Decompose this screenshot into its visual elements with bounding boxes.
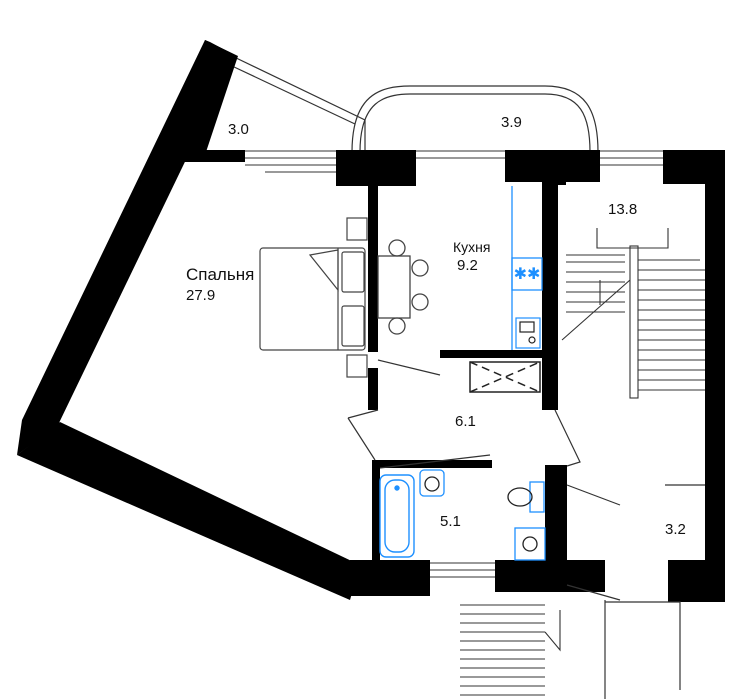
balcony-outline [351,85,599,153]
hallway-area: 6.1 [455,413,476,430]
stair-hall-area: 13.8 [608,201,638,218]
loggia-area: 3.0 [228,121,249,138]
balcony-area: 3.9 [501,114,522,131]
toilet-icon [507,481,545,513]
bedroom-name: Спальня [186,265,255,284]
stair-treads [566,261,625,313]
bedroom-area: 27.9 [186,287,216,304]
stove-icon: ✱✱ [511,257,543,291]
dining-table-icon [377,239,429,335]
interior-lines [347,359,705,699]
windows [245,150,663,578]
svg-text:✱✱: ✱✱ [514,264,541,283]
kitchen-name: Кухня [453,239,491,255]
exterior-walls [17,40,725,602]
washing-machine-icon [514,527,546,561]
staircase-icon [544,228,700,652]
bed-icon [259,217,368,378]
stair-treads [460,604,545,696]
interior-walls [368,165,567,563]
kitchen-area: 9.2 [457,257,478,274]
bathroom-area: 5.1 [440,513,461,530]
sink-icon [419,469,445,497]
sink-icon [515,317,541,349]
loggia-outline [231,55,366,150]
bathtub-icon [379,474,415,558]
vestibule-area: 3.2 [665,521,686,538]
stair-treads [638,269,705,391]
cabinet [469,361,541,393]
